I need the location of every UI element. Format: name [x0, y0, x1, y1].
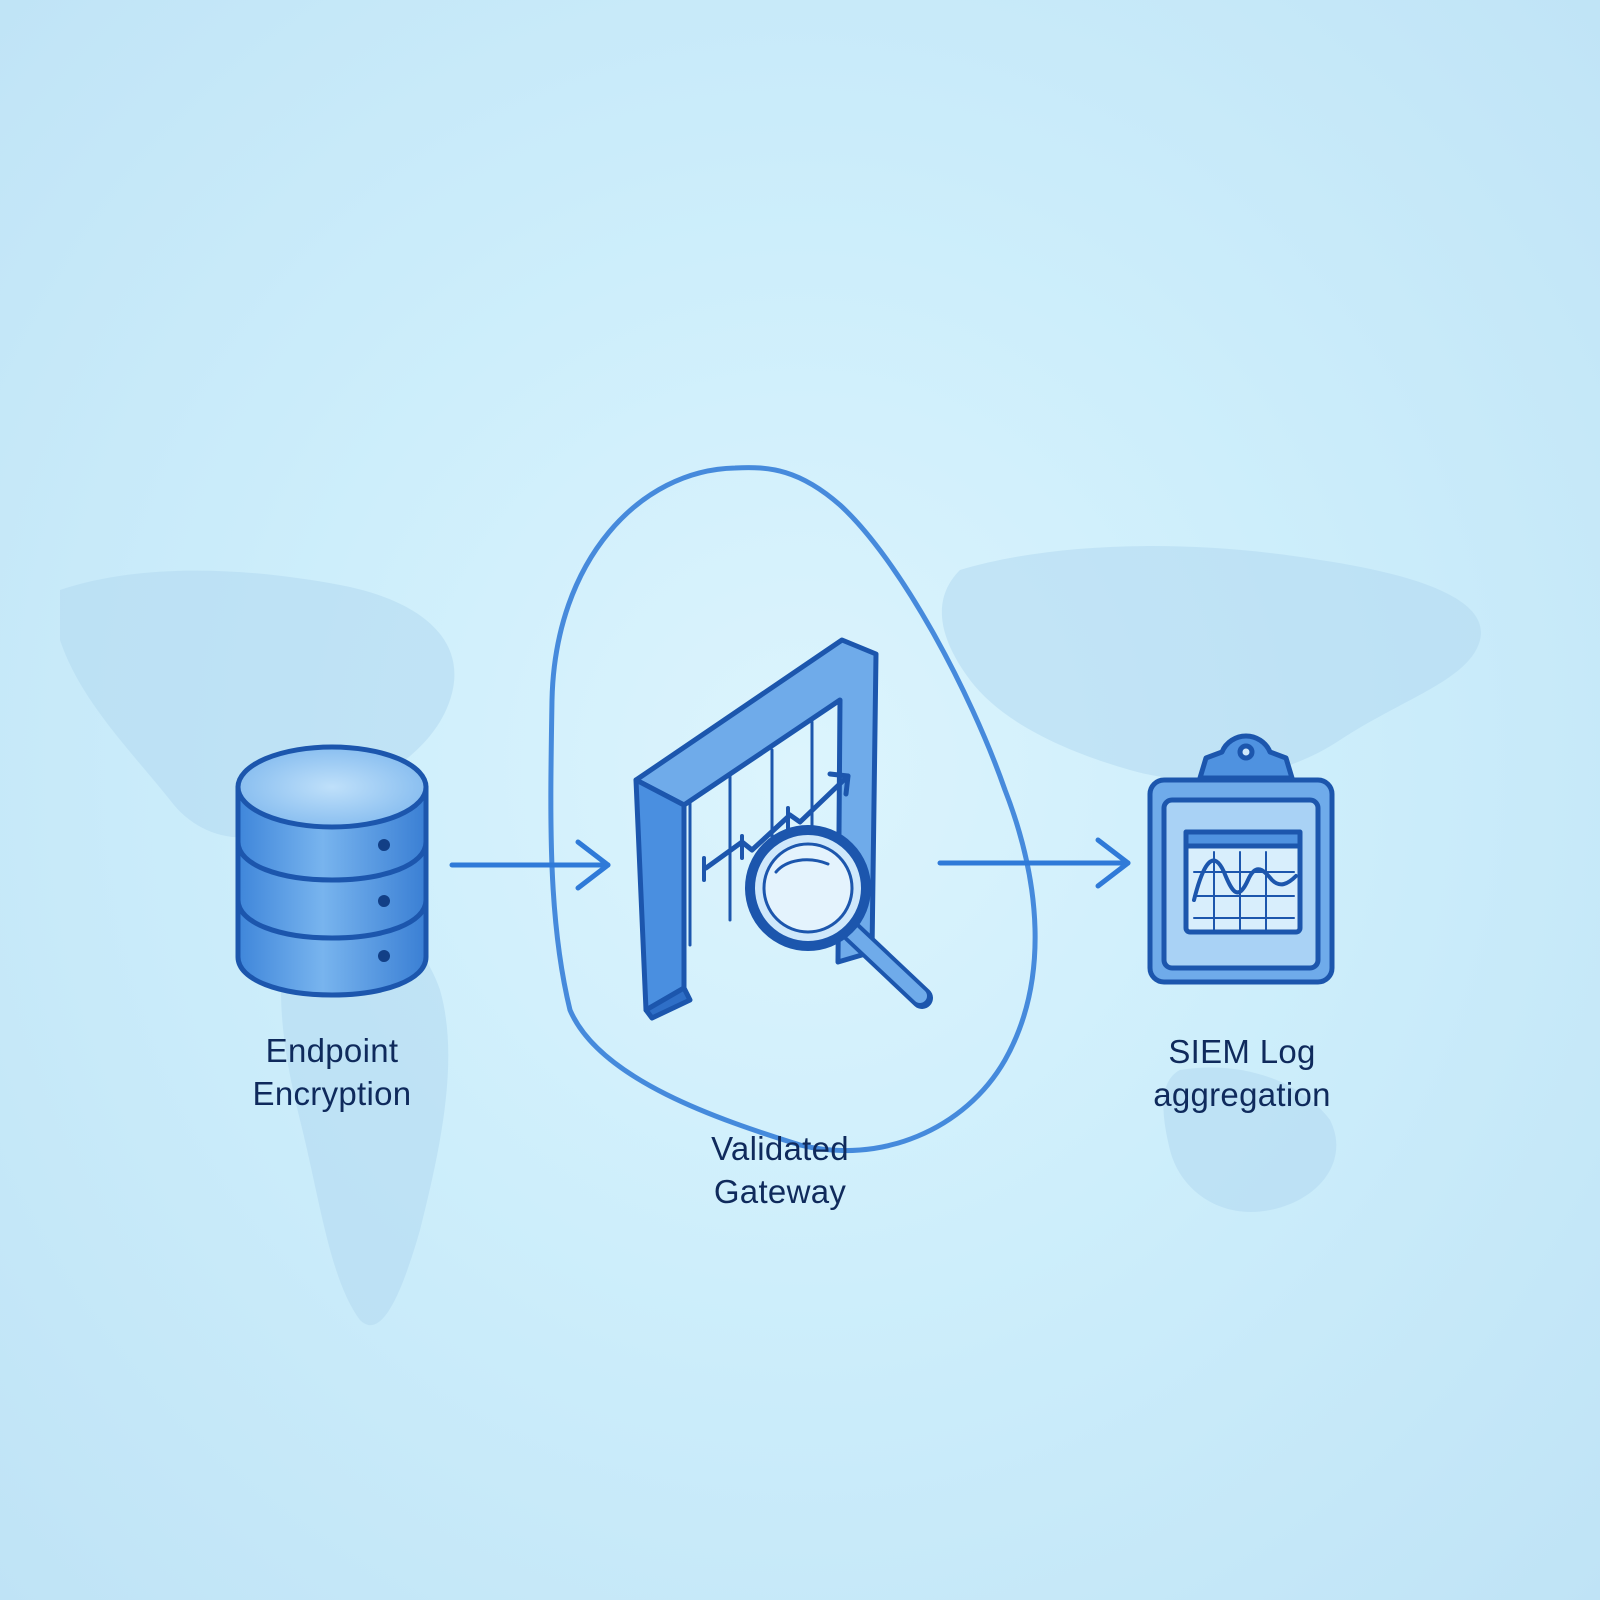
node-label-endpoint: Endpoint Encryption — [172, 1029, 492, 1115]
arrow-gateway-to-siem — [937, 837, 1131, 889]
node-label-line: Endpoint — [265, 1032, 399, 1069]
gateway-magnifier-icon — [633, 637, 933, 1021]
database-icon — [235, 744, 429, 998]
arrow-endpoint-to-gateway — [449, 839, 611, 891]
clipboard-chart-icon — [1147, 733, 1335, 985]
world-map-backdrop — [60, 546, 1481, 1326]
node-label-siem: SIEM Log aggregation — [1082, 1030, 1402, 1116]
gateway-boundary-loop — [548, 465, 1038, 1154]
node-label-line: aggregation — [1153, 1076, 1331, 1113]
node-label-line: Validated — [711, 1130, 849, 1167]
node-label-gateway: Validated Gateway — [620, 1127, 940, 1213]
node-label-line: Encryption — [252, 1075, 412, 1112]
node-label-line: Gateway — [713, 1173, 847, 1210]
node-label-line: SIEM Log — [1168, 1033, 1316, 1070]
